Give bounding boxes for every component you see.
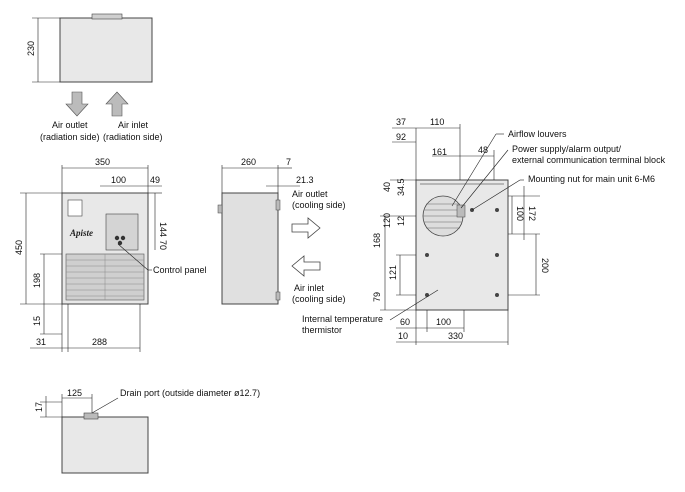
dim-15: 15 — [32, 316, 42, 326]
mounting-nut-label: Mounting nut for main unit 6-M6 — [528, 174, 655, 184]
dim-92: 92 — [396, 132, 406, 142]
dim-48: 48 — [478, 145, 488, 155]
control-panel-label: Control panel — [153, 265, 207, 275]
brand-logo: Apiste — [69, 228, 93, 238]
side-outlet-arrow-icon — [291, 217, 321, 239]
dim-288: 288 — [92, 337, 107, 347]
drain-port-label: Drain port (outside diameter ø12.7) — [120, 388, 260, 398]
terminal-block — [456, 204, 466, 218]
dim-79: 79 — [372, 292, 382, 302]
power-supply-label-2: external communication terminal block — [512, 155, 666, 165]
dim-12: 12 — [396, 216, 406, 226]
dim-17: 17 — [34, 402, 44, 412]
dim-21-3: 21.3 — [296, 175, 314, 185]
dim-49: 49 — [150, 175, 160, 185]
top-view-body — [59, 17, 153, 83]
air-outlet-label-1: Air outlet — [52, 120, 88, 130]
front-view: Apiste 350 100 49 144 70 450 198 — [14, 157, 207, 352]
power-supply-label-1: Power supply/alarm output/ — [512, 144, 622, 154]
side-air-outlet-2: (cooling side) — [292, 200, 346, 210]
dim-198: 198 — [32, 273, 42, 288]
airflow-louvers-label: Airflow louvers — [508, 129, 567, 139]
dim-37: 37 — [396, 117, 406, 127]
air-outlet-arrow-icon — [65, 91, 89, 117]
dim-70: 70 — [158, 240, 168, 250]
dim-350: 350 — [95, 157, 110, 167]
dim-450: 450 — [14, 240, 24, 255]
drain-port-icon — [83, 412, 99, 420]
air-inlet-arrow-icon — [105, 91, 129, 117]
dim-121: 121 — [388, 265, 398, 280]
dim-7: 7 — [286, 157, 291, 167]
side-air-inlet-1: Air inlet — [294, 283, 325, 293]
top-view: 230 Air outlet (radiation side) Air inle… — [26, 13, 163, 142]
control-panel-area — [105, 213, 139, 251]
thermistor-label-2: thermistor — [302, 325, 342, 335]
panel-knob-icon — [114, 235, 120, 241]
dim-110: 110 — [430, 117, 444, 127]
air-inlet-label-2: (radiation side) — [103, 132, 163, 142]
dim-330: 330 — [448, 331, 463, 341]
air-outlet-label-2: (radiation side) — [40, 132, 100, 142]
dim-230: 230 — [26, 41, 36, 56]
dim-168: 168 — [372, 233, 382, 248]
dim-260: 260 — [241, 157, 256, 167]
front-badge — [67, 199, 83, 217]
bottom-view-body — [61, 416, 149, 474]
dim-10: 10 — [398, 331, 408, 341]
dim-161: 161 — [432, 147, 447, 157]
air-inlet-label-1: Air inlet — [118, 120, 149, 130]
side-air-outlet-1: Air outlet — [292, 189, 328, 199]
side-inlet-arrow-icon — [291, 255, 321, 277]
dim-125: 125 — [67, 388, 82, 398]
side-view: 260 7 21.3 Air outlet (cooling side) Air… — [217, 157, 346, 305]
dim-200: 200 — [540, 258, 550, 273]
dim-40: 40 — [382, 182, 392, 192]
dim-144: 144 — [158, 222, 168, 237]
dim-34-5: 34.5 — [396, 178, 406, 196]
rear-view-body — [415, 179, 509, 311]
bottom-view: 125 17 Drain port (outside diameter ø12.… — [34, 388, 260, 474]
side-view-body — [221, 192, 279, 305]
top-view-cap — [91, 13, 123, 20]
dim-172: 172 — [527, 206, 537, 221]
dim-100-horizontal: 100 — [436, 317, 451, 327]
rear-view: 37 110 92 161 48 40 34.5 120 12 168 121 … — [302, 117, 666, 345]
dim-100-vertical: 100 — [515, 206, 525, 221]
dim-60: 60 — [400, 317, 410, 327]
side-air-inlet-2: (cooling side) — [292, 294, 346, 304]
dim-120: 120 — [382, 213, 392, 228]
dim-31: 31 — [36, 337, 46, 347]
dim-100: 100 — [111, 175, 126, 185]
thermistor-label-1: Internal temperature — [302, 314, 383, 324]
